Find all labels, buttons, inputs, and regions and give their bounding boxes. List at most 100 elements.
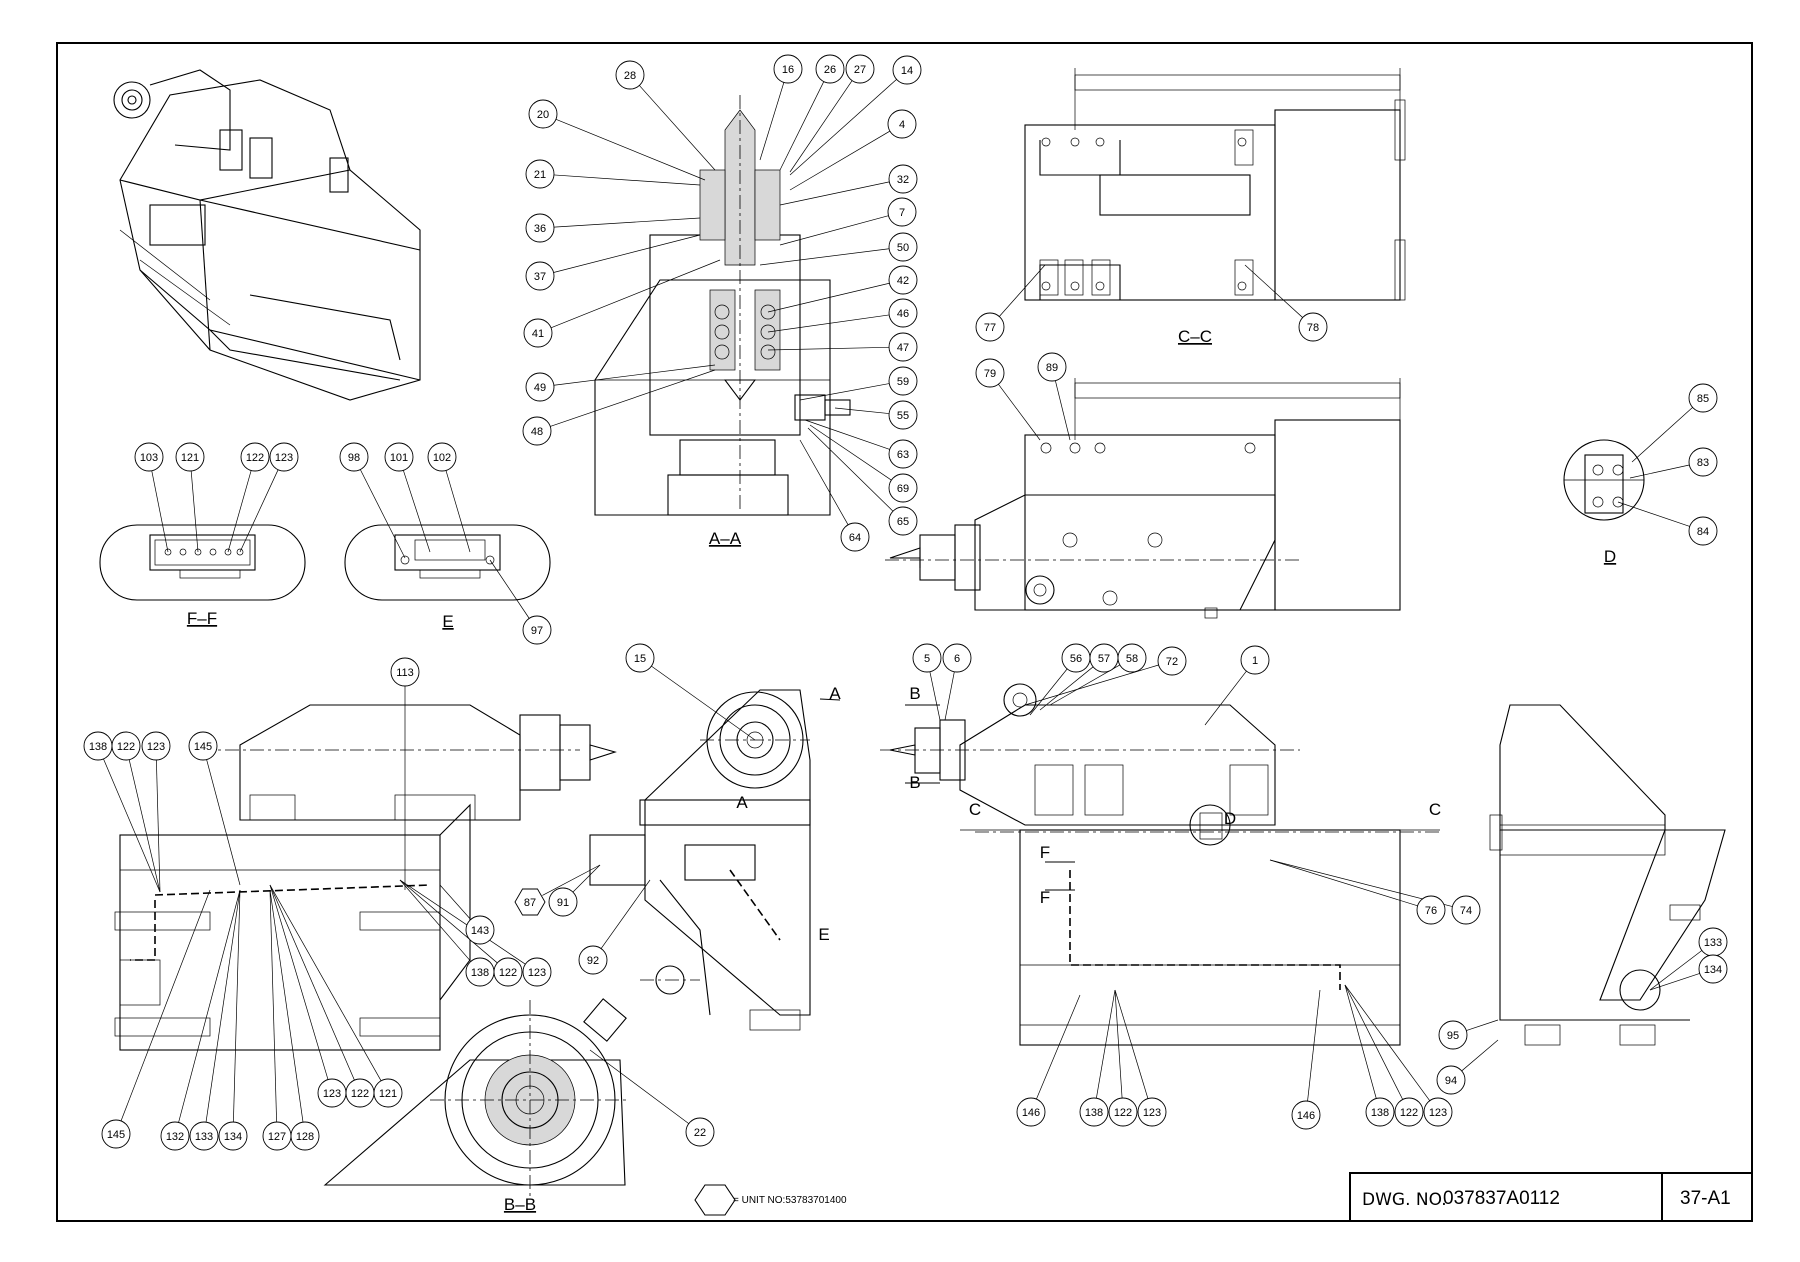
balloon-number: 123 — [323, 1088, 341, 1100]
view-title-cc: C–C — [1178, 327, 1212, 346]
leader-line — [998, 384, 1041, 441]
title-block: DWG. NO. 037837A0112 37-A1 — [1349, 1172, 1753, 1222]
balloon-callout: 101 — [384, 442, 414, 472]
balloon-callout: 122 — [111, 731, 141, 761]
balloon-circle — [625, 643, 655, 673]
balloon-circle — [1451, 895, 1481, 925]
leader-line — [651, 665, 756, 741]
section-letter-a-top: A — [829, 684, 841, 703]
leader-line — [1029, 668, 1068, 716]
balloon-circle — [1240, 645, 1270, 675]
leader-line — [807, 427, 894, 512]
balloon-number: 83 — [1697, 457, 1709, 469]
balloon-number: 72 — [1166, 656, 1178, 668]
section-letter-e: E — [818, 925, 829, 944]
balloon-number: 37 — [534, 271, 546, 283]
balloon-circle — [888, 400, 918, 430]
leader-line — [555, 118, 706, 181]
balloon-number: 134 — [224, 1131, 242, 1143]
leader-line — [1307, 989, 1321, 1102]
balloon-callout: 32 — [888, 164, 918, 194]
balloon-number: 84 — [1697, 526, 1709, 538]
balloon-callout: 146 — [1016, 1097, 1046, 1127]
balloon-callout: 1 — [1240, 645, 1270, 675]
isometric-view — [113, 69, 421, 401]
balloon-number: 123 — [1143, 1107, 1161, 1119]
balloon-circle — [892, 55, 922, 85]
balloon-callout: 122 — [493, 957, 523, 987]
leader-line — [542, 864, 601, 896]
balloon-callout: 95 — [1438, 1020, 1468, 1050]
balloon-callout: 94 — [1436, 1065, 1466, 1095]
balloon-number: 28 — [624, 70, 636, 82]
balloon-hexagon — [514, 888, 546, 916]
leader-line — [789, 130, 891, 191]
balloon-callout: 50 — [888, 232, 918, 262]
balloon-callout: 145 — [101, 1119, 131, 1149]
balloon-circle — [134, 442, 164, 472]
balloon-number: 5 — [924, 653, 930, 665]
balloon-circle — [1291, 1100, 1321, 1130]
balloon-circle — [888, 164, 918, 194]
balloon-callout: 78 — [1298, 312, 1328, 342]
balloon-number: 128 — [296, 1131, 314, 1143]
balloon-circle — [887, 197, 917, 227]
leader-line — [205, 889, 241, 1123]
balloon-callout: 42 — [888, 265, 918, 295]
balloon-number: 143 — [471, 925, 489, 937]
leader-line — [1114, 989, 1149, 1099]
balloon-callout: 132 — [160, 1121, 190, 1151]
balloon-circle — [888, 332, 918, 362]
leader-line — [589, 1049, 689, 1124]
balloon-circle — [525, 159, 555, 189]
balloon-number: 46 — [897, 308, 909, 320]
balloon-callout: 26 — [815, 54, 845, 84]
balloon-circle — [384, 442, 414, 472]
balloon-number: 123 — [1429, 1107, 1447, 1119]
balloon-circle — [290, 1121, 320, 1151]
balloon-callout: 102 — [427, 442, 457, 472]
balloon-callout: 79 — [975, 358, 1005, 388]
balloon-callout: 145 — [188, 731, 218, 761]
balloon-callout: 59 — [888, 366, 918, 396]
balloon-circle — [528, 99, 558, 129]
balloon-number: 22 — [694, 1127, 706, 1139]
balloon-callout: 57 — [1089, 643, 1119, 673]
balloon-callout: 123 — [141, 731, 171, 761]
balloon-circle — [111, 731, 141, 761]
leader-line — [639, 85, 716, 171]
balloon-circle — [1298, 312, 1328, 342]
leader-line — [550, 259, 721, 329]
balloon-number: 32 — [897, 174, 909, 186]
balloon-callout: 21 — [525, 159, 555, 189]
balloon-circle — [685, 1117, 715, 1147]
balloon-callout: 85 — [1688, 383, 1718, 413]
balloon-number: 49 — [534, 382, 546, 394]
balloon-number: 15 — [634, 653, 646, 665]
balloon-circle — [339, 442, 369, 472]
balloon-number: 122 — [117, 741, 135, 753]
balloon-number: 50 — [897, 242, 909, 254]
leader-line — [767, 282, 890, 313]
balloon-circle — [888, 506, 918, 536]
leader-line — [128, 759, 161, 893]
balloon-number: 145 — [107, 1129, 125, 1141]
leader-line — [269, 889, 304, 1123]
balloon-circle — [427, 442, 457, 472]
balloon-number: 64 — [849, 532, 861, 544]
balloon-number: 79 — [984, 368, 996, 380]
balloon-circle — [1423, 1097, 1453, 1127]
leader-line — [1344, 984, 1404, 1100]
sheet-border — [56, 42, 1753, 1222]
balloon-callout: 133 — [189, 1121, 219, 1151]
balloon-circle — [888, 473, 918, 503]
balloon-number: 97 — [531, 625, 543, 637]
balloon-circle — [888, 232, 918, 262]
balloon-number: 87 — [524, 897, 536, 909]
leader-line — [999, 264, 1046, 317]
balloon-callout: 134 — [218, 1121, 248, 1151]
balloon-number: 6 — [954, 653, 960, 665]
balloon-number: 47 — [897, 342, 909, 354]
leader-line — [206, 759, 241, 886]
